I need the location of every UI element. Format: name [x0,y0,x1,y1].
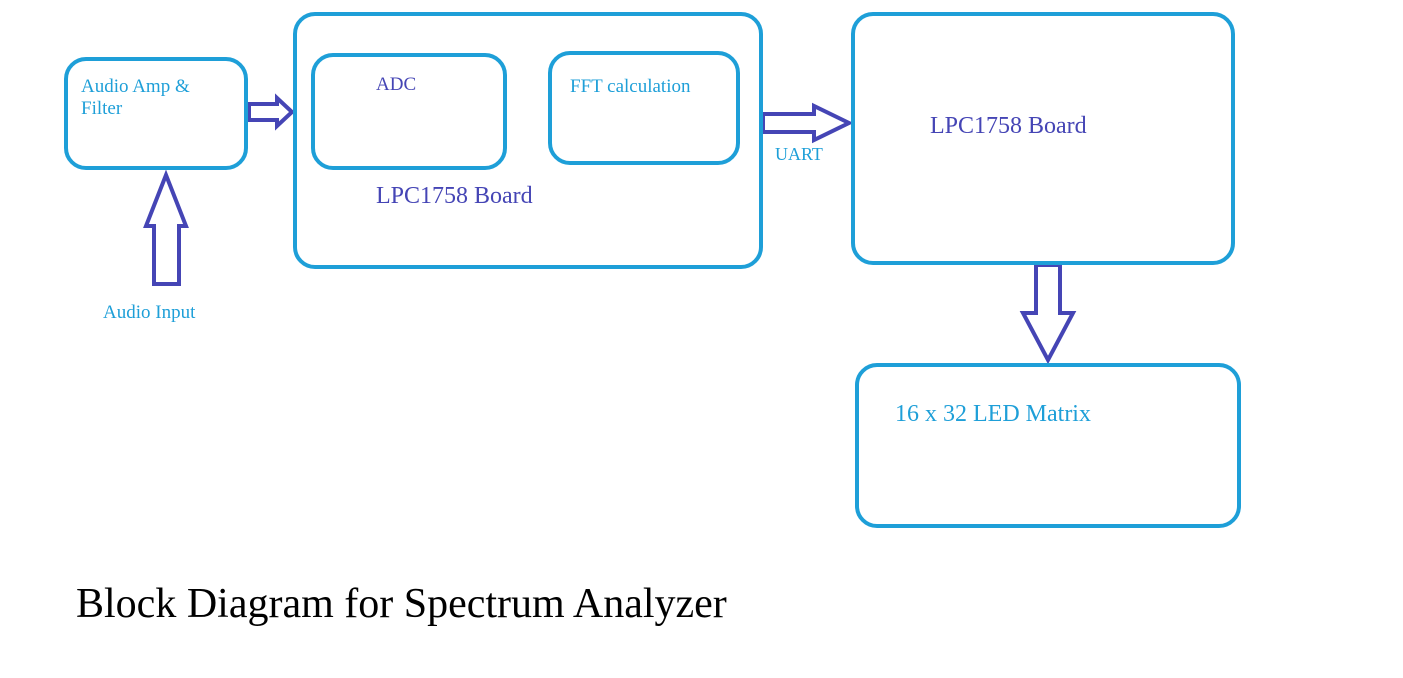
fft-label: FFT calculation [570,76,691,97]
audio-amp-filter-label: Audio Amp & Filter [81,76,190,119]
board-1-label: LPC1758 Board [376,183,533,209]
arrow-uart [761,102,854,144]
uart-label: UART [775,144,823,164]
led-matrix-label: 16 x 32 LED Matrix [895,401,1091,427]
adc-block [311,53,507,170]
arrow-amp-to-board [247,93,295,131]
adc-label: ADC [376,74,417,95]
arrow-input-to-amp [143,169,189,286]
board-2-label: LPC1758 Board [930,113,1087,139]
audio-input-label: Audio Input [103,302,196,323]
audio-amp-filter-block [64,57,248,170]
arrow-board-to-led [1019,263,1077,365]
fft-calculation-block [548,51,740,165]
led-matrix-block [855,363,1241,528]
diagram-title: Block Diagram for Spectrum Analyzer [76,581,727,627]
lpc1758-board-block-2 [851,12,1235,265]
